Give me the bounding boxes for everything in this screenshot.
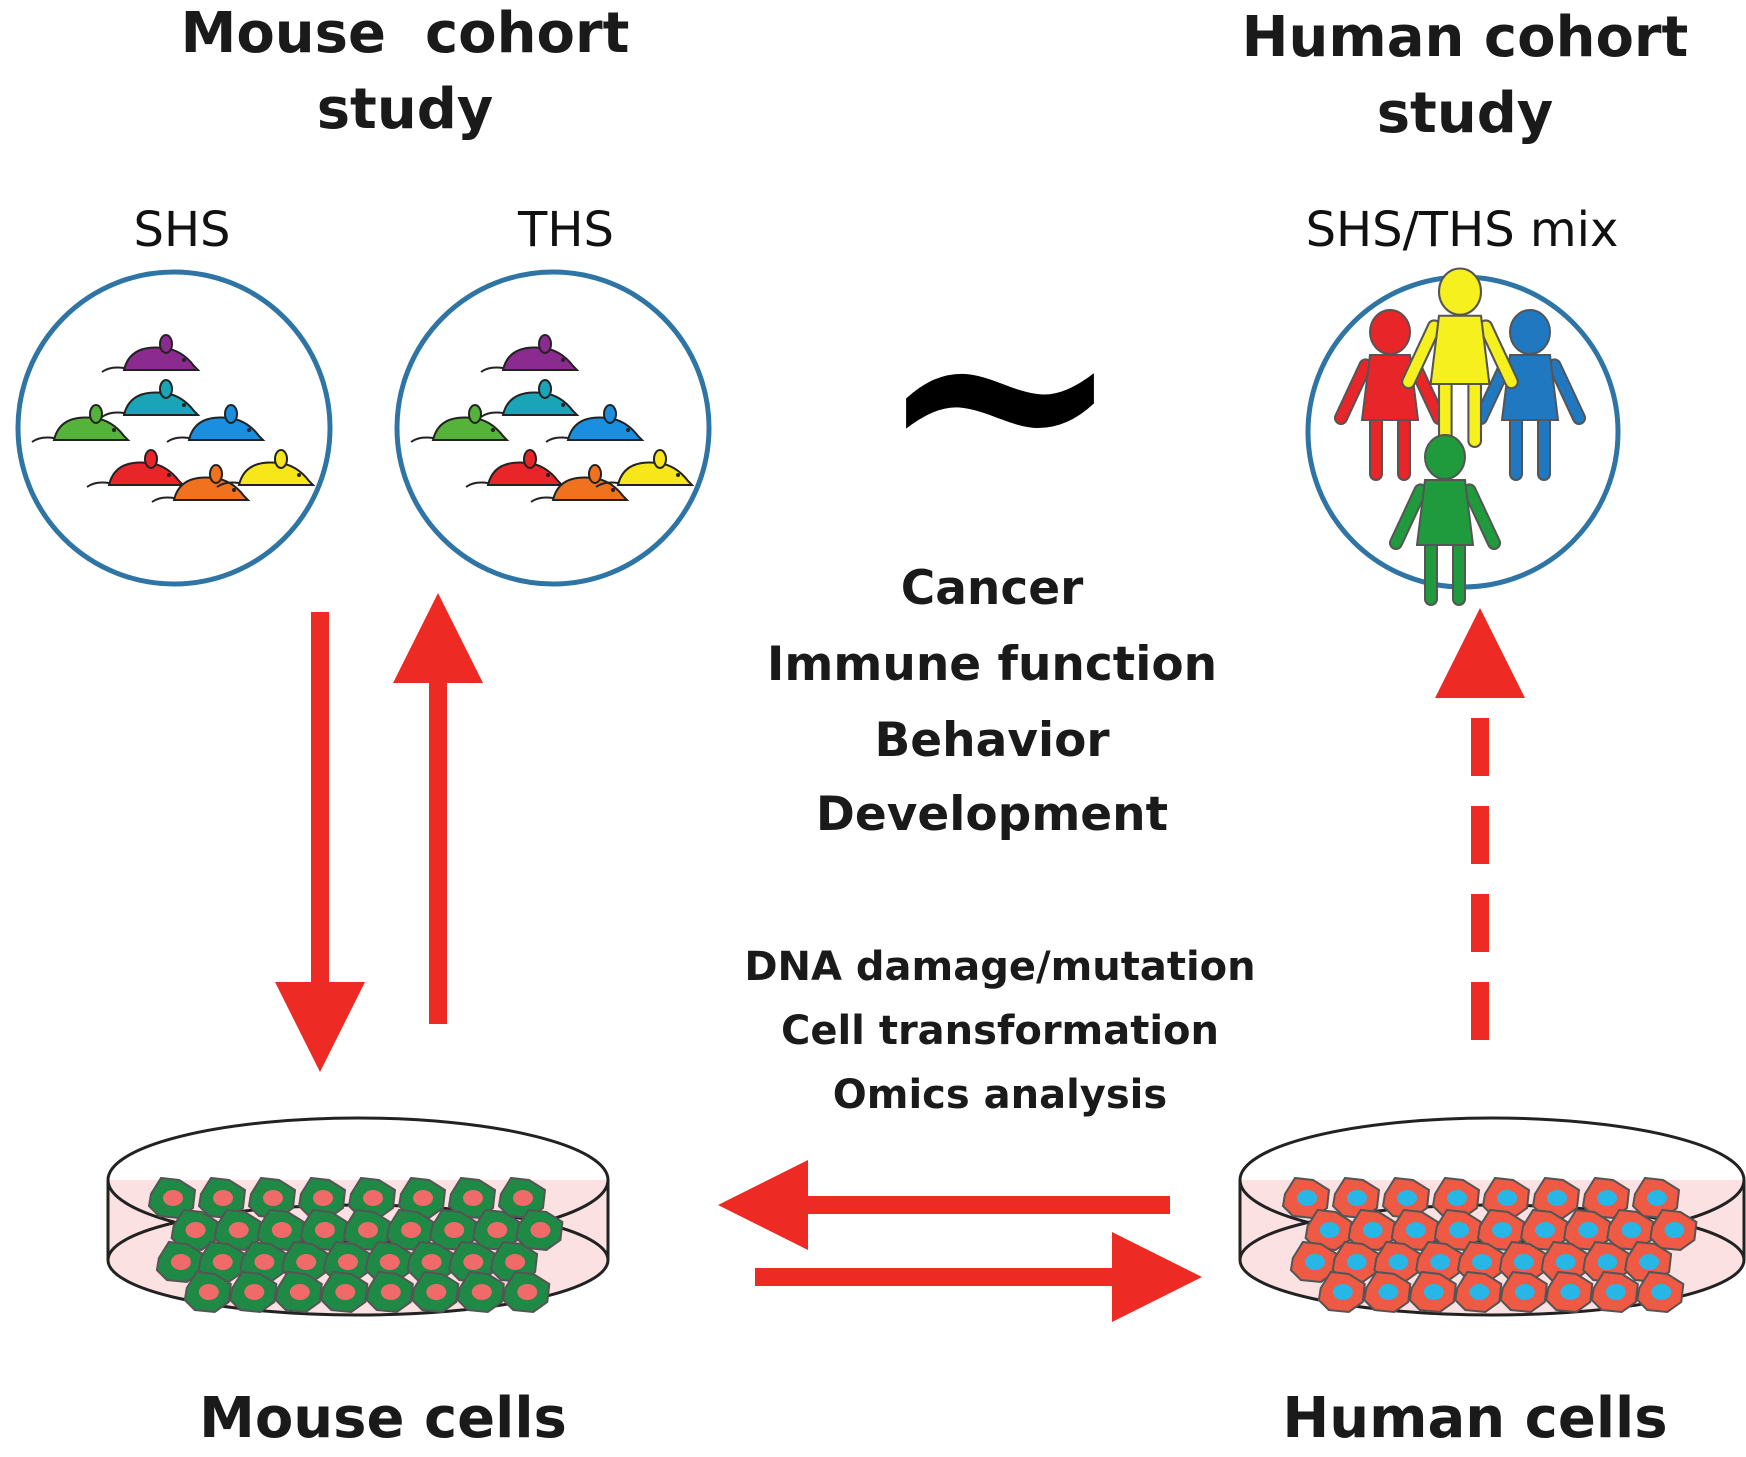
cell-icon (1649, 1208, 1698, 1252)
assay-dna-damage: DNA damage/mutation (744, 944, 1255, 990)
mouse-icon (465, 449, 565, 488)
cell-icon (1581, 1176, 1631, 1220)
cell-icon (320, 1270, 369, 1314)
mouse-icon (86, 449, 186, 488)
mouse-icon (480, 334, 580, 373)
mouse-icon (166, 404, 266, 443)
mouse-cells-dish (106, 1116, 610, 1317)
cell-icon (515, 1208, 564, 1252)
mouse-icon (595, 449, 695, 488)
cell-icon (1624, 1240, 1673, 1284)
cell-icon (1431, 1176, 1481, 1220)
outcome-development: Development (816, 787, 1168, 842)
mouse-cells-label: Mouse cells (199, 1386, 567, 1451)
cell-icon (497, 1176, 547, 1220)
mouse-icon (101, 334, 201, 373)
mouse-icon (480, 379, 580, 418)
cell-icon (1476, 1208, 1526, 1252)
cell-icon (274, 1270, 323, 1314)
similarity-symbol: ~ (874, 213, 1125, 566)
shs-group-label: SHS (133, 202, 230, 258)
shs-mice-group (31, 334, 316, 503)
cell-icon (397, 1176, 447, 1220)
human-cells-label: Human cells (1282, 1386, 1667, 1451)
shs-ths-mix-label: SHS/THS mix (1306, 202, 1619, 258)
cell-icon (347, 1176, 397, 1220)
cell-icon (1381, 1176, 1431, 1220)
cell-icon (1289, 1240, 1338, 1284)
cell-icon (429, 1208, 478, 1252)
cell-icon (155, 1240, 204, 1284)
human-figures-group (1333, 267, 1587, 606)
cell-icon (1408, 1270, 1457, 1314)
cell-icon (1331, 1176, 1381, 1220)
person-icon (1333, 309, 1447, 481)
cell-icon (456, 1270, 505, 1314)
assay-omics: Omics analysis (833, 1072, 1167, 1118)
cell-icon (1499, 1270, 1548, 1314)
person-icon (1401, 267, 1519, 449)
cell-icon (1317, 1270, 1366, 1314)
cell-icon (170, 1208, 219, 1252)
mouse-cohort-title-line1: Mouse cohort (181, 1, 630, 66)
cell-icon (1498, 1240, 1547, 1284)
cell-icon (1545, 1270, 1594, 1314)
cell-icon (448, 1240, 497, 1284)
cell-icon (1531, 1176, 1581, 1220)
cell-icon (297, 1176, 347, 1220)
shs-mouse-cohort-circle (15, 269, 333, 587)
ths-mice-group (410, 334, 695, 503)
outcome-immune-function: Immune function (767, 637, 1217, 692)
human-cohort-title-line1: Human cohort (1242, 5, 1689, 70)
cell-icon (229, 1270, 278, 1314)
cell-icon (1590, 1270, 1639, 1314)
cell-icon (1373, 1240, 1422, 1284)
mouse-icon (545, 404, 645, 443)
mouse-cohort-title-line2: study (317, 77, 494, 142)
ths-mouse-cohort-circle (394, 269, 712, 587)
mouse-icon (31, 404, 131, 443)
cell-icon (1281, 1176, 1331, 1220)
outcome-cancer: Cancer (901, 561, 1084, 616)
cell-icon (447, 1176, 497, 1220)
outcome-behavior: Behavior (874, 713, 1110, 768)
cell-icon (147, 1176, 197, 1220)
cell-icon (247, 1176, 297, 1220)
human-cohort-title-line2: study (1377, 81, 1554, 146)
mouse-icon (410, 404, 510, 443)
cell-icon (1390, 1208, 1439, 1252)
cell-icon (213, 1208, 262, 1252)
cell-icon (386, 1208, 435, 1252)
ths-group-label: THS (517, 202, 614, 258)
cell-icon (1636, 1270, 1685, 1314)
mouse-icon (101, 379, 201, 418)
cell-icon (1363, 1270, 1412, 1314)
cell-icon (1631, 1176, 1681, 1220)
cell-icon (1454, 1270, 1503, 1314)
mouse-icon (216, 449, 316, 488)
person-icon (1388, 434, 1502, 606)
human-cells-dish (1238, 1116, 1746, 1317)
cell-icon (183, 1270, 232, 1314)
cell-icon (256, 1208, 305, 1252)
cell-icon (1606, 1208, 1655, 1252)
cell-icon (197, 1176, 247, 1220)
cell-icon (1481, 1176, 1531, 1220)
cell-icon (1563, 1208, 1612, 1252)
cell-icon (365, 1270, 414, 1314)
cell-icon (502, 1270, 551, 1314)
assay-cell-transformation: Cell transformation (781, 1008, 1219, 1054)
cell-icon (411, 1270, 460, 1314)
cell-icon (490, 1240, 539, 1284)
